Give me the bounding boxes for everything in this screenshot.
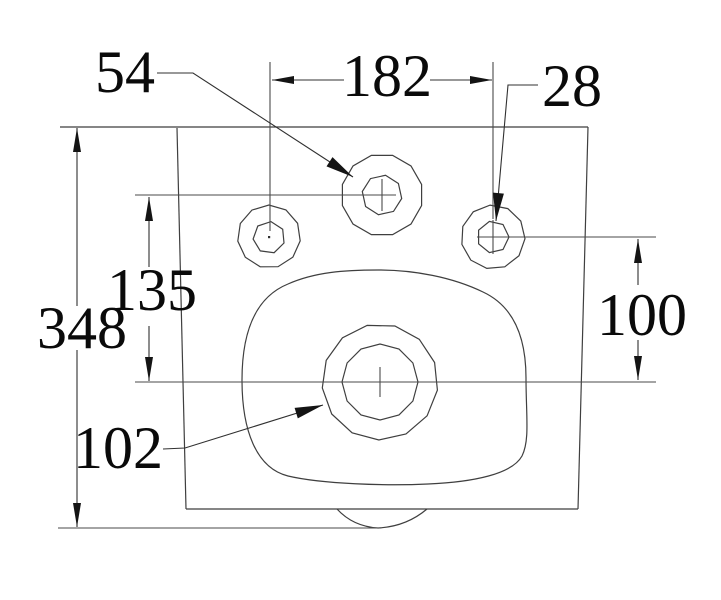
left-edge xyxy=(176,127,187,510)
dim-102-label: 102 xyxy=(73,415,163,481)
dim-135-label: 135 xyxy=(107,257,197,323)
dim-100-label: 100 xyxy=(597,282,687,348)
leader-54: 54 xyxy=(95,39,354,178)
leader-102-arrow xyxy=(294,405,323,419)
left-hole-center-mark xyxy=(268,236,271,239)
dim-135-arrow-bottom xyxy=(145,357,153,381)
dim-28-label: 28 xyxy=(542,53,602,119)
dim-100-arrow-bottom xyxy=(634,356,642,380)
dimension-100: 100 xyxy=(597,239,687,380)
center-hole-outer xyxy=(341,154,423,236)
leader-102-line xyxy=(162,404,324,450)
leader-54-line xyxy=(157,72,354,178)
drain-bump-outline xyxy=(336,508,428,529)
bowl xyxy=(241,269,528,486)
drain-ring-outer xyxy=(321,324,439,441)
dim-182-arrow-left xyxy=(272,76,294,84)
dimension-348: 348 xyxy=(37,128,127,527)
dim-182-label: 182 xyxy=(342,43,432,109)
left-hole-inner xyxy=(252,220,285,254)
center-hole xyxy=(341,154,423,236)
dim-348-arrow-bottom xyxy=(73,503,81,527)
dim-100-arrow-top xyxy=(634,239,642,263)
right-edge xyxy=(577,126,589,510)
dim-348-arrow-top xyxy=(73,128,81,152)
leader-28: 28 xyxy=(493,53,602,222)
left-fixing-hole xyxy=(237,204,301,268)
leader-28-line xyxy=(495,84,538,222)
right-hole-outer xyxy=(461,204,526,270)
left-hole-outer xyxy=(237,204,301,268)
dim-348-label: 348 xyxy=(37,295,127,361)
center-hole-inner xyxy=(361,174,403,216)
dimension-182: 182 xyxy=(272,43,492,109)
dimension-135: 135 xyxy=(107,197,197,381)
extension-lines xyxy=(58,62,656,529)
bowl-outline xyxy=(241,269,528,486)
dim-135-arrow-top xyxy=(145,197,153,221)
leader-54-arrow xyxy=(326,157,353,177)
dim-182-arrow-right xyxy=(470,76,492,84)
leader-28-arrow xyxy=(493,192,504,221)
leader-102: 102 xyxy=(73,404,324,481)
dim-54-label: 54 xyxy=(95,39,155,105)
